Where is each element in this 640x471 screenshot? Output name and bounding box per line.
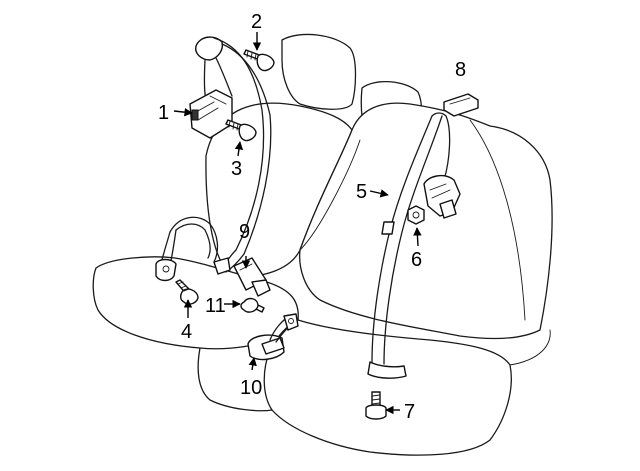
bolt-4 (175, 279, 199, 305)
buckle-10 (247, 313, 299, 361)
bolt-3 (225, 119, 257, 142)
left-belt-assembly (155, 36, 272, 282)
callout-1: 1 (158, 102, 169, 124)
bolt-2 (243, 49, 275, 72)
right-lower-anchor (367, 361, 407, 379)
rear-seat-outline (92, 33, 553, 456)
callout-3: 3 (231, 158, 242, 180)
left-headrest (281, 33, 357, 110)
right-seat-cushion (263, 319, 512, 456)
upper-belt-guide (195, 36, 224, 61)
callout-7: 7 (404, 401, 415, 423)
cover-8 (443, 93, 479, 117)
nut-6 (407, 205, 425, 225)
callout-5: 5 (356, 181, 367, 203)
callout-8: 8 (455, 59, 466, 81)
callout-10: 10 (240, 377, 262, 399)
bolt-7 (365, 391, 387, 420)
callout-11: 11 (205, 295, 226, 317)
bolt-11 (240, 297, 265, 313)
callout-9: 9 (239, 221, 250, 243)
callout-leaders (173, 32, 422, 415)
left-lower-anchor (155, 258, 177, 282)
callout-4: 4 (181, 321, 192, 343)
callout-6: 6 (411, 249, 422, 271)
right-belt-assembly (367, 112, 461, 379)
callout-2: 2 (251, 11, 262, 33)
